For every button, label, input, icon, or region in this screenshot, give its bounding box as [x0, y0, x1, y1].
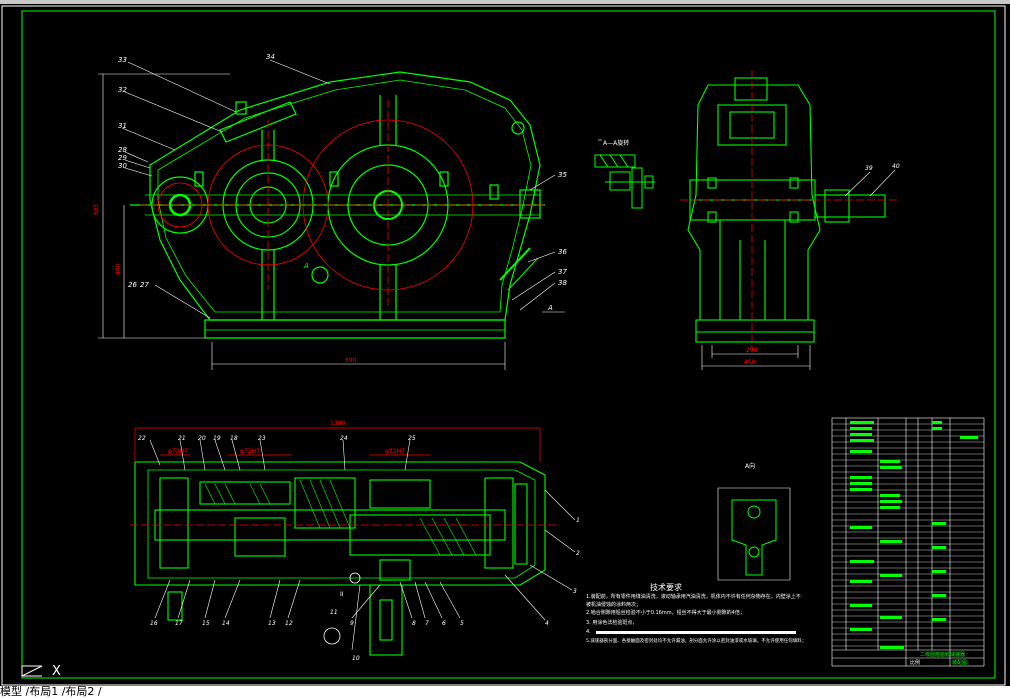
hole-label: II	[340, 591, 344, 598]
ucs-x-axis-label: X	[52, 664, 61, 679]
callout-6: 6	[442, 620, 446, 627]
sheet-frame	[21, 10, 996, 679]
callout-16: 16	[150, 620, 158, 627]
parts-list	[831, 417, 985, 667]
title-block-scale: 比例	[910, 659, 920, 666]
callout-36: 36	[558, 248, 567, 256]
tech-note-1b: 被机油侵蚀的涂料两次；	[586, 601, 641, 608]
tech-note-4: 4.	[586, 629, 591, 635]
top-view-leaders	[149, 439, 576, 651]
tech-note-5: 5.减速器剖分面、各接触面及密封处均不允许漏油，剖分面允许涂以密封油漆或水玻璃，…	[586, 637, 806, 644]
tech-note-3: 3. 用涂色法检验斑点，	[586, 619, 637, 626]
callout-3: 3	[573, 588, 577, 595]
top-view	[134, 461, 546, 656]
dim-fit-3: φ72H7	[385, 448, 405, 455]
front-view-callouts: 33 34 32 31 28 29 30 35 36 37 38 26 27 A…	[118, 53, 567, 312]
side-view-dims	[701, 169, 896, 370]
layout-tabs[interactable]: 模型 /布局1 /布局2 /	[0, 685, 102, 698]
side-view-labels: 39 40 290 450	[744, 163, 900, 366]
callout-5: 5	[460, 620, 464, 627]
callout-18: 18	[230, 435, 238, 442]
callout-39: 39	[865, 165, 873, 172]
title-block-text: 二级圆柱齿轮减速器 比例 装配图	[910, 651, 967, 666]
title-block-title: 二级圆柱齿轮减速器	[920, 651, 965, 658]
callout-35: 35	[558, 171, 567, 179]
callout-15: 15	[202, 620, 210, 627]
callout-17: 17	[175, 620, 183, 627]
callout-1: 1	[576, 517, 580, 524]
callout-40: 40	[892, 163, 900, 170]
callout-30: 30	[118, 162, 127, 170]
dim-450: 450	[744, 359, 756, 366]
top-view-red	[130, 427, 560, 526]
section-mark-a: A	[303, 262, 309, 270]
side-view	[687, 77, 886, 343]
window-top-edge	[0, 0, 1010, 4]
front-view-dimensions: 685 480 690	[93, 203, 357, 364]
callout-27: 27	[140, 281, 149, 289]
ucs-icon	[21, 665, 43, 677]
front-view-pitch-circles	[140, 100, 545, 310]
top-view-detail-circle	[323, 627, 341, 645]
callout-37: 37	[558, 268, 567, 276]
dim-690: 690	[345, 357, 357, 364]
callout-32: 32	[118, 86, 127, 94]
callout-22: 22	[138, 435, 146, 442]
callout-4: 4	[545, 620, 549, 627]
dim-480: 480	[115, 263, 122, 275]
dim-290: 290	[746, 347, 758, 354]
detail-view-a	[717, 487, 791, 581]
title-block-drawing: 装配图	[952, 659, 967, 666]
top-view-hole	[349, 572, 361, 584]
layout-tabs-bar[interactable]: 模型 /布局1 /布局2 /	[0, 686, 1010, 698]
callout-28: 28	[118, 146, 127, 154]
tech-note-underline	[596, 631, 796, 634]
callout-12: 12	[285, 620, 293, 627]
parts-list-fills	[850, 421, 978, 649]
callout-34: 34	[266, 53, 275, 61]
callout-38: 38	[558, 279, 567, 287]
dim-fit-2: φ72H7	[240, 448, 260, 455]
callout-33: 33	[118, 56, 127, 64]
top-view-callouts: 22 21 20 19 18 23 24 25 1 2 3 4 5 6 7 8 …	[138, 435, 580, 662]
callout-19: 19	[213, 435, 221, 442]
section-detail-aa	[594, 154, 655, 209]
title-block	[832, 649, 984, 666]
callout-11: 11	[330, 609, 338, 616]
dim-1390: 1390	[330, 420, 345, 427]
tech-note-2: 2.啮合侧隙用铅丝检验不小于0.16mm，铅丝不得大于最小侧隙的4倍；	[586, 609, 745, 616]
callout-9: 9	[350, 620, 354, 627]
side-view-centerlines	[680, 70, 900, 350]
callout-2: 2	[576, 550, 580, 557]
callout-20: 20	[198, 435, 206, 442]
tech-note-1: 1.装配前，所有零件用煤油清洗，滚动轴承用汽油清洗，机体内不许有任何杂物存在，内…	[586, 593, 801, 600]
callout-10: 10	[352, 655, 360, 662]
top-view-hatching	[204, 479, 477, 556]
front-view-leaders	[98, 59, 565, 370]
callout-31: 31	[118, 122, 127, 130]
callout-25: 25	[408, 435, 416, 442]
dim-fit-1: φ72H7	[168, 448, 188, 455]
callout-8: 8	[412, 620, 416, 627]
callout-26: 26	[128, 281, 137, 289]
sheet-outer-border	[1, 5, 1006, 686]
section-detail-label: A—A旋转	[603, 139, 629, 147]
top-view-dims: 1390 φ72H7 φ72H7 φ72H7	[168, 420, 405, 455]
callout-24: 24	[340, 435, 348, 442]
callout-13: 13	[268, 620, 276, 627]
tech-notes: 技术要求 1.装配前，所有零件用煤油清洗，滚动轴承用汽油清洗，机体内不许有任何杂…	[586, 582, 806, 644]
callout-29: 29	[118, 154, 127, 162]
dim-685: 685	[93, 203, 100, 215]
callout-7: 7	[425, 620, 429, 627]
tech-notes-title: 技术要求	[650, 582, 682, 592]
detail-view-label: A向	[745, 462, 755, 470]
parts-list-rows	[832, 423, 984, 647]
callout-23: 23	[258, 435, 266, 442]
callout-14: 14	[222, 620, 230, 627]
section-mark-right: A	[547, 304, 553, 312]
callout-21: 21	[178, 435, 186, 442]
